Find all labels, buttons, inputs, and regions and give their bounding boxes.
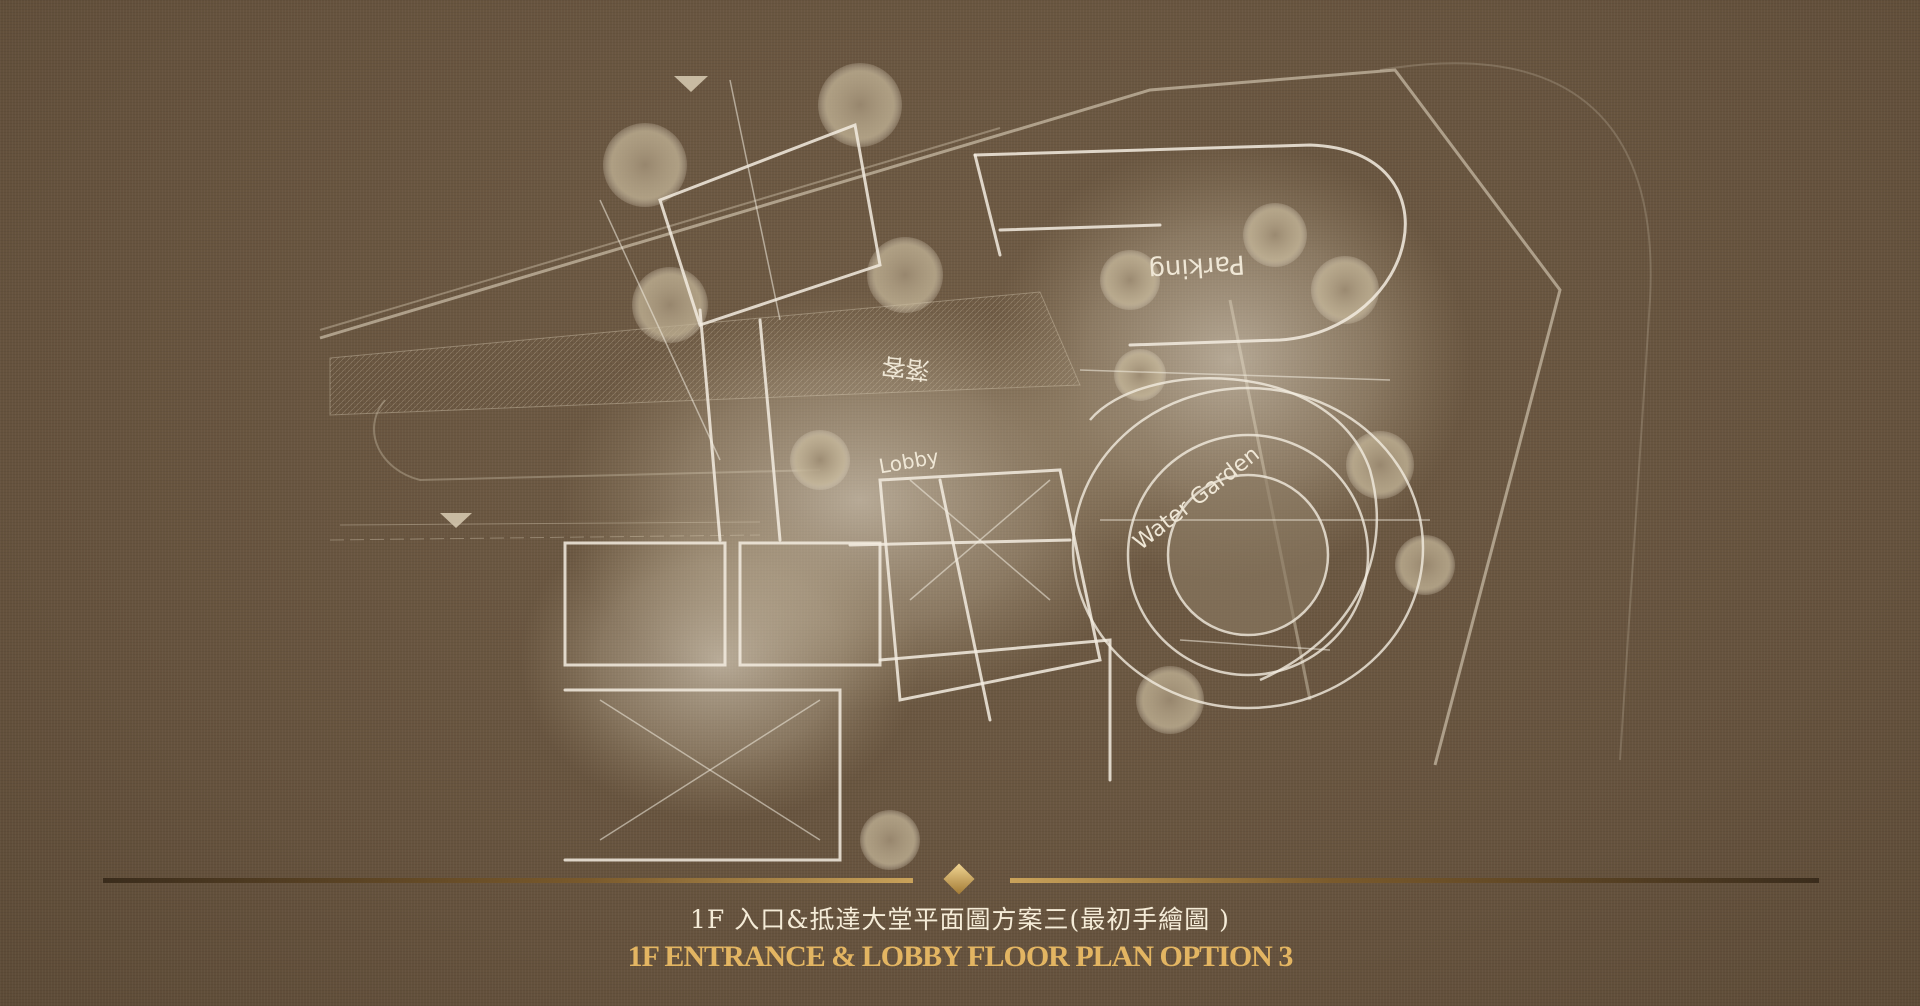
floor-plan-sketch: Parking Water Garden Lobby 落客 bbox=[319, 62, 1652, 870]
glow-area bbox=[520, 140, 1470, 820]
north-triangle-marker-top bbox=[674, 76, 708, 92]
triangle-marker-left bbox=[440, 513, 472, 528]
divider-left bbox=[103, 878, 913, 883]
drop-off-label: 落客 bbox=[880, 352, 931, 385]
parking-label: Parking bbox=[1147, 249, 1245, 286]
building-outlines bbox=[563, 122, 1407, 862]
sketch-hatching bbox=[599, 79, 1430, 841]
caption-english: 1F ENTRANCE & LOBBY FLOOR PLAN OPTION 3 bbox=[627, 940, 1294, 973]
divider-right bbox=[1010, 878, 1819, 883]
water-garden-rings bbox=[1071, 377, 1425, 710]
caption-chinese: 1F 入口&抵達大堂平面圖方案三(最初手繪圖 ) bbox=[690, 905, 1230, 934]
markers bbox=[440, 76, 708, 528]
